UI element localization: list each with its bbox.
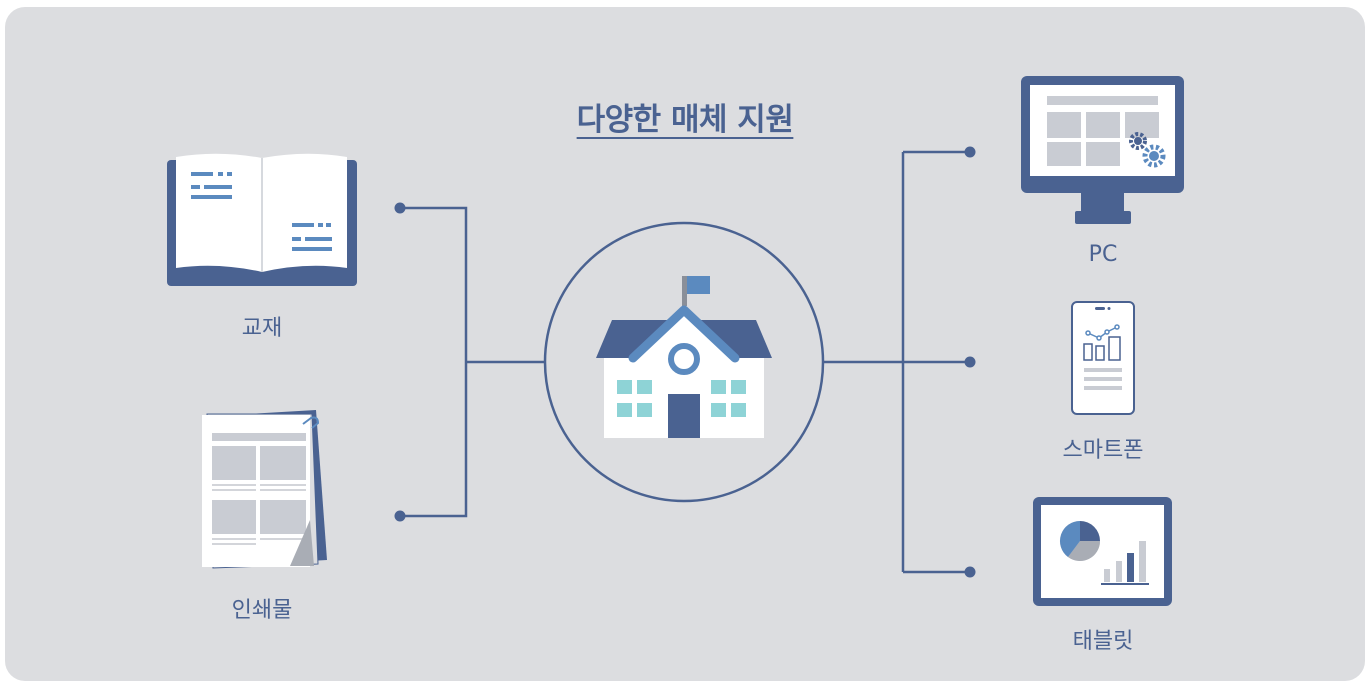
- connector-right: [823, 150, 970, 574]
- page-title: 다양한 매체 지원: [576, 102, 794, 138]
- label-pc: PC: [1088, 242, 1118, 267]
- label-smartphone: 스마트폰: [1062, 438, 1144, 463]
- connector-left: [400, 206, 546, 518]
- printed-paper-icon: [202, 410, 327, 569]
- connector-lines: [400, 150, 970, 574]
- label-tablet: 태블릿: [1072, 629, 1134, 654]
- book-icon: [167, 153, 357, 286]
- label-textbook: 교재: [241, 316, 283, 341]
- smartphone-icon: [1071, 301, 1135, 415]
- center-circle: [543, 221, 825, 503]
- tablet-icon: [1033, 497, 1172, 606]
- monitor-icon: [1021, 76, 1184, 224]
- connector-dots: [394, 146, 976, 578]
- label-printed-material: 인쇄물: [231, 598, 293, 623]
- school-icon: [596, 276, 772, 438]
